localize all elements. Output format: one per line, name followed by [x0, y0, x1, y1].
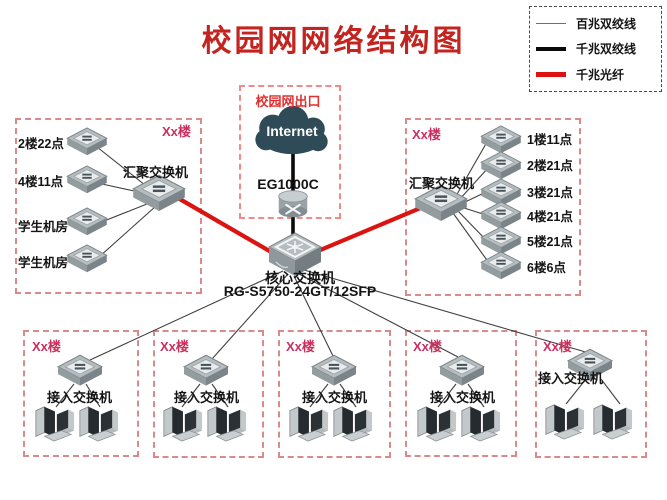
bottom-building-label: Xx楼 — [160, 339, 189, 354]
router-model-label: EG1000C — [257, 176, 319, 192]
legend-label: 千兆光纤 — [576, 67, 625, 82]
bottom-building-label: Xx楼 — [32, 339, 61, 354]
left-building-label: Xx楼 — [162, 124, 191, 139]
computer-icon — [415, 403, 457, 443]
bottom-building-label: Xx楼 — [286, 339, 315, 354]
access-switch-icon — [311, 354, 357, 390]
campus-exit-box — [239, 85, 341, 219]
floor-node-label: 学生机房 — [18, 256, 69, 270]
left-aggregation-switch-label: 汇聚交换机 — [123, 165, 189, 180]
access-switch-label: 接入交换机 — [174, 390, 240, 405]
access-switch-label: 接入交换机 — [538, 371, 604, 386]
internet-label: Internet — [266, 123, 318, 139]
access-switch-icon — [57, 354, 103, 390]
legend-label: 千兆双绞线 — [576, 42, 637, 57]
computer-icon — [591, 401, 633, 441]
fiber-line-sample-icon — [536, 71, 566, 77]
access-switch-label: 接入交换机 — [302, 390, 368, 405]
access-switch-icon — [439, 354, 485, 390]
legend: 百兆双绞线 千兆双绞线 千兆光纤 — [529, 6, 662, 92]
legend-item-1000m: 千兆双绞线 — [536, 40, 655, 57]
floor-node-label: 4楼21点 — [527, 210, 573, 224]
legend-item-fiber: 千兆光纤 — [536, 66, 655, 83]
floor-node-label: 1楼11点 — [527, 133, 573, 147]
core-switch-model-label: RG-S5750-24GT/12SFP — [223, 283, 377, 299]
legend-item-100m: 百兆双绞线 — [536, 15, 655, 32]
thick-line-sample-icon — [536, 46, 566, 51]
thin-line-sample-icon — [536, 23, 566, 25]
access-switch-label: 接入交换机 — [47, 390, 113, 405]
computer-icon — [459, 403, 501, 443]
bottom-building-label: Xx楼 — [413, 339, 442, 354]
floor-node-label: 2楼21点 — [527, 159, 573, 173]
bottom-building-box — [535, 330, 647, 458]
computer-icon — [543, 401, 585, 441]
computer-icon — [33, 403, 75, 443]
computer-icon — [205, 403, 247, 443]
floor-node-label: 5楼21点 — [527, 235, 573, 249]
floor-node-label: 4楼11点 — [18, 175, 64, 189]
right-building-label: Xx楼 — [412, 127, 441, 142]
floor-switch-icon — [66, 244, 108, 276]
floor-switch-icon — [66, 207, 108, 239]
bottom-building-label: Xx楼 — [543, 339, 572, 354]
floor-node-label: 6楼6点 — [527, 261, 566, 275]
floor-switch-icon — [66, 165, 108, 197]
floor-switch-icon — [66, 127, 108, 159]
legend-label: 百兆双绞线 — [576, 17, 637, 32]
computer-icon — [77, 403, 119, 443]
right-aggregation-switch-label: 汇聚交换机 — [409, 176, 475, 191]
floor-node-label: 2楼22点 — [18, 137, 64, 151]
floor-node-label: 学生机房 — [18, 220, 69, 234]
bottom-building-box — [23, 330, 139, 457]
computer-icon — [331, 403, 373, 443]
floor-node-label: 3楼21点 — [527, 186, 573, 200]
campus-exit-label: 校园网出口 — [255, 94, 321, 109]
floor-switch-icon — [480, 251, 522, 283]
access-switch-icon — [183, 354, 229, 390]
computer-icon — [161, 403, 203, 443]
computer-icon — [287, 403, 329, 443]
page-title: 校园网网络结构图 — [201, 25, 466, 58]
access-switch-label: 接入交换机 — [430, 390, 496, 405]
router-icon — [274, 189, 312, 219]
